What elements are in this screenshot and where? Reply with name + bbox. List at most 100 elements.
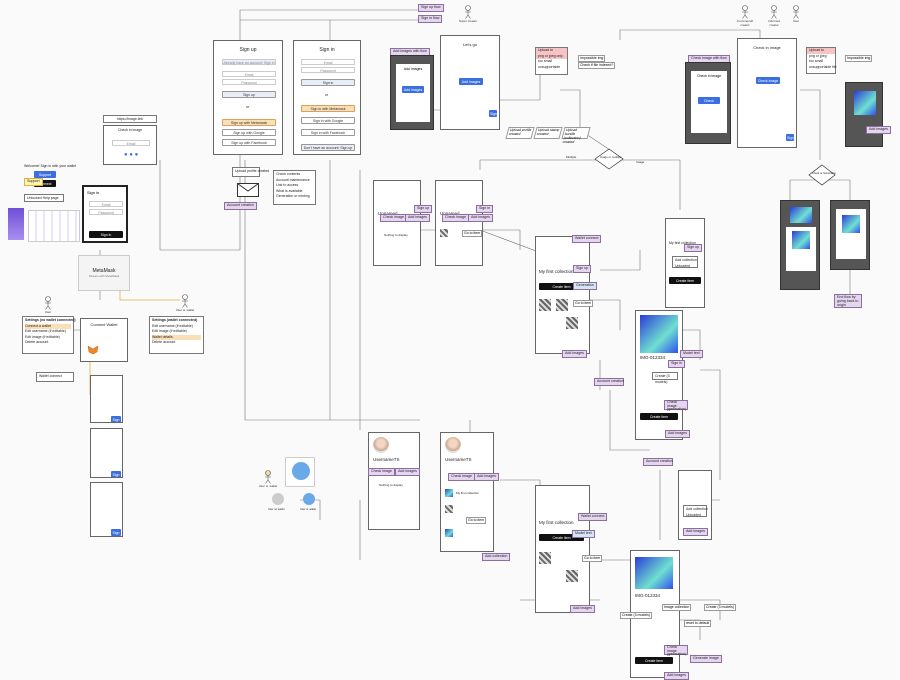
note-add-images-f: Add images (395, 468, 420, 476)
password-field[interactable]: Password (89, 209, 123, 215)
person-icon (771, 5, 777, 19)
sign-in-button[interactable]: Sign in (89, 231, 123, 238)
next-button[interactable]: Sign up (489, 110, 498, 123)
password-field[interactable]: Password (301, 67, 355, 73)
avatar (272, 493, 284, 505)
support-button[interactable]: Support (34, 171, 56, 178)
screen-profile-unnamed-2: Unnamed (435, 180, 483, 266)
note-sign-up-flow: Sign up flow (418, 4, 444, 12)
facebook-signin-button[interactable]: Sign in with Facebook (301, 129, 355, 136)
upload-rules-card-2: Upload to png or jpeg too small unsuppor… (806, 47, 837, 74)
metamask-signin-button[interactable]: Sign in with Metamask (301, 105, 355, 112)
note-support: Support (24, 178, 43, 186)
result-image (792, 231, 810, 249)
link-card: https://image.link (103, 115, 157, 123)
account-created-note: Upload profile created (232, 167, 269, 177)
next-button[interactable]: Sign up (111, 416, 121, 422)
note-account-creation-2: Account creation (594, 378, 624, 386)
note-add-images-e: Add images (665, 430, 690, 438)
note-add-images-h: Add images (570, 605, 595, 613)
metamask-signup-button[interactable]: Sign up with Metamask (222, 119, 276, 126)
persona-commercial-creator: Commercial creator (735, 5, 755, 27)
screen-profile-username-2: UsernameTS My first collection (440, 432, 494, 552)
decision-label: Image or multiple (600, 155, 622, 159)
email-field[interactable]: Email (301, 59, 355, 65)
avatar (303, 493, 315, 505)
screen-check-in-image: Check in image Check image Sign up (737, 38, 797, 148)
create-item-button[interactable]: Create item (669, 277, 701, 284)
email-envelope-icon (237, 183, 259, 197)
email-field[interactable]: Email (89, 201, 123, 207)
note-add-images-i: Add images (683, 528, 708, 536)
persona-user-no-wallet: User (38, 296, 58, 314)
screen-title: Sign in (319, 47, 335, 53)
screen-metamask: MetaMask Stream with MetaMask (78, 255, 130, 291)
next-button[interactable]: Sign up (786, 134, 795, 147)
user-label: User no wallet (268, 508, 285, 511)
note-check-image-a: Check image (380, 214, 407, 222)
screen-add-images-dark: Add images Add images (390, 55, 434, 130)
screen-profile-username-1: UsernameTS Nothing to display (368, 432, 420, 530)
note-create-image-g: Check image (generation) (664, 400, 688, 411)
person-icon (182, 294, 188, 308)
person-icon (742, 5, 748, 19)
google-signup-button[interactable]: Sign up with Google (222, 129, 276, 136)
go-to-item-tag-4: Go to item (582, 555, 603, 562)
add-image-button[interactable]: Add images (459, 78, 483, 85)
create-item-button[interactable]: Create item (539, 534, 584, 541)
email-field[interactable]: Email (222, 71, 276, 77)
or-divider: or (325, 93, 329, 97)
result-image (790, 207, 812, 223)
note-add-images-d: Add images (562, 350, 587, 358)
sign-up-button[interactable]: Sign up (222, 91, 276, 98)
nft-image (640, 315, 678, 353)
avatar (373, 437, 389, 453)
wallet-note: Wallet connect (36, 372, 74, 382)
facebook-signup-button[interactable]: Sign up with Facebook (222, 139, 276, 146)
note-add-images-a: Add images (405, 214, 430, 222)
email-field[interactable]: Email (112, 140, 150, 146)
next-button[interactable]: Sign up (111, 529, 121, 536)
password-field[interactable]: Password (222, 79, 276, 85)
sign-in-button[interactable]: Sign in (301, 79, 355, 86)
note-check-image-b: Check image (442, 214, 469, 222)
result-image (842, 215, 860, 233)
have-account-link[interactable]: Already have an account: Sign in (222, 59, 276, 65)
next-button[interactable]: Sign up (111, 471, 121, 477)
persona-informed-creator: Informed creator (764, 5, 784, 27)
note-add-collection: Add collection (482, 553, 511, 561)
go-to-item-tag-3: Go to item (466, 517, 487, 524)
note-sign-up-a: Sign up (414, 205, 433, 213)
note-model-text: Model text (680, 350, 703, 358)
no-account-link[interactable]: Don't have an account: Sign up (301, 144, 355, 151)
google-signin-button[interactable]: Sign in with Google (301, 117, 355, 124)
grid-preview (28, 210, 80, 242)
screen-check-image-dark: Check in image Check image (685, 62, 731, 144)
create-3-tag: Create (3 models) (704, 604, 737, 611)
note-generation: Generation (573, 282, 597, 290)
upload-stamp-shape: Upload stamp created (533, 127, 563, 139)
thumbnail-image (556, 299, 568, 311)
add-image-button[interactable]: Add images (402, 86, 424, 93)
impossible-img-tag-2: Impossible img (845, 55, 873, 62)
decision-diamond-2 (808, 164, 836, 186)
check-image-button[interactable]: Check image (756, 77, 780, 84)
image-collection-tag: Image collection (662, 604, 692, 611)
check-image-button[interactable]: Check image (698, 97, 720, 110)
or-divider: or (246, 105, 250, 109)
dots-icon: ● ● ● (124, 152, 139, 158)
avatar (445, 437, 461, 453)
reset-default-tag: reset to default (684, 620, 712, 627)
person-icon (793, 5, 799, 19)
note-model-text-b: Model text (572, 530, 595, 538)
action-button[interactable]: Create item (640, 413, 678, 420)
go-to-item-tag-2: Go to item (573, 300, 594, 307)
settings-wallet-card: Settings (wallet connected) Edit usernam… (149, 316, 204, 354)
note-end-flow: End flow by going back to origin (834, 294, 862, 308)
decision-diamond (594, 148, 624, 170)
screen-sign-in: Sign in Email Password Sign in or Sign i… (293, 40, 361, 155)
note-sign-in-flow: Sign in flow (418, 15, 443, 23)
note-generate-image: Generate image (690, 655, 722, 663)
action-button[interactable]: Create item (635, 657, 673, 664)
